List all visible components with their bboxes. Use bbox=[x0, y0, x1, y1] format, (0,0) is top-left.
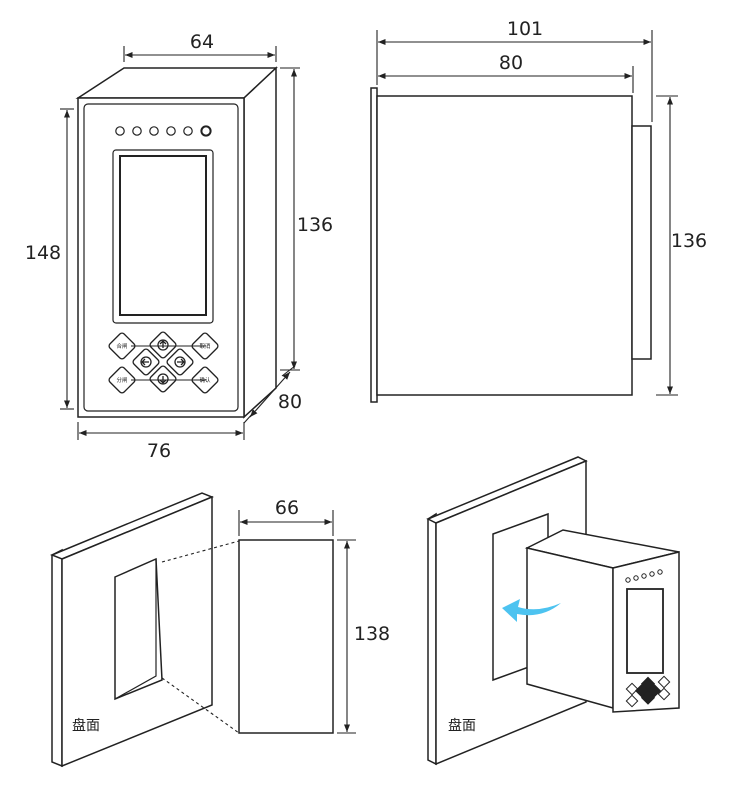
front-diag-depth-dim: 80 bbox=[278, 391, 302, 413]
display-frame bbox=[112, 149, 214, 324]
side-height-dim: 136 bbox=[671, 230, 707, 252]
device-side bbox=[526, 547, 614, 709]
front-top-width-dim: 64 bbox=[190, 31, 214, 53]
open-button-label: 分闸 bbox=[116, 376, 127, 384]
front-view bbox=[75, 66, 278, 419]
cutout-panel-label: 盘面 bbox=[72, 717, 100, 734]
side-flange bbox=[370, 87, 378, 403]
front-inner-frame bbox=[83, 103, 239, 412]
cutout-view bbox=[50, 492, 334, 768]
side-rear-connector bbox=[631, 125, 652, 360]
panel-edge bbox=[51, 548, 63, 768]
front-dimension-lines bbox=[60, 46, 300, 440]
device-screen bbox=[626, 588, 664, 674]
indicator-lights bbox=[115, 125, 212, 137]
cutout-template bbox=[238, 539, 334, 734]
cutout-dimension-lines bbox=[161, 510, 356, 734]
device-keypad bbox=[625, 675, 671, 708]
insert-arrow-icon bbox=[502, 599, 561, 622]
box-top-face bbox=[75, 67, 278, 99]
cutout-width-dim: 66 bbox=[275, 497, 299, 519]
front-height-dim: 148 bbox=[25, 242, 61, 264]
front-bottom-width-dim: 76 bbox=[147, 440, 171, 462]
panel-cutout bbox=[114, 557, 163, 701]
keypad bbox=[108, 331, 219, 394]
side-view bbox=[370, 87, 652, 403]
side-body-depth-dim: 80 bbox=[499, 52, 523, 74]
front-bezel bbox=[77, 97, 245, 418]
close-button-label: 合闸 bbox=[116, 342, 127, 350]
display-screen bbox=[119, 155, 207, 316]
cancel-button-label: 取消 bbox=[199, 342, 211, 350]
side-dimension-lines bbox=[376, 30, 678, 396]
box-side-face bbox=[243, 66, 277, 419]
confirm-button-label: 确认 bbox=[199, 376, 211, 384]
front-depth-dim: 136 bbox=[297, 214, 333, 236]
side-total-depth-dim: 101 bbox=[507, 18, 543, 40]
install-panel-edge bbox=[427, 512, 437, 766]
cutout-height-dim: 138 bbox=[354, 623, 390, 645]
install-panel-label: 盘面 bbox=[448, 717, 476, 734]
side-body bbox=[376, 95, 633, 396]
device-indicators bbox=[625, 569, 663, 583]
